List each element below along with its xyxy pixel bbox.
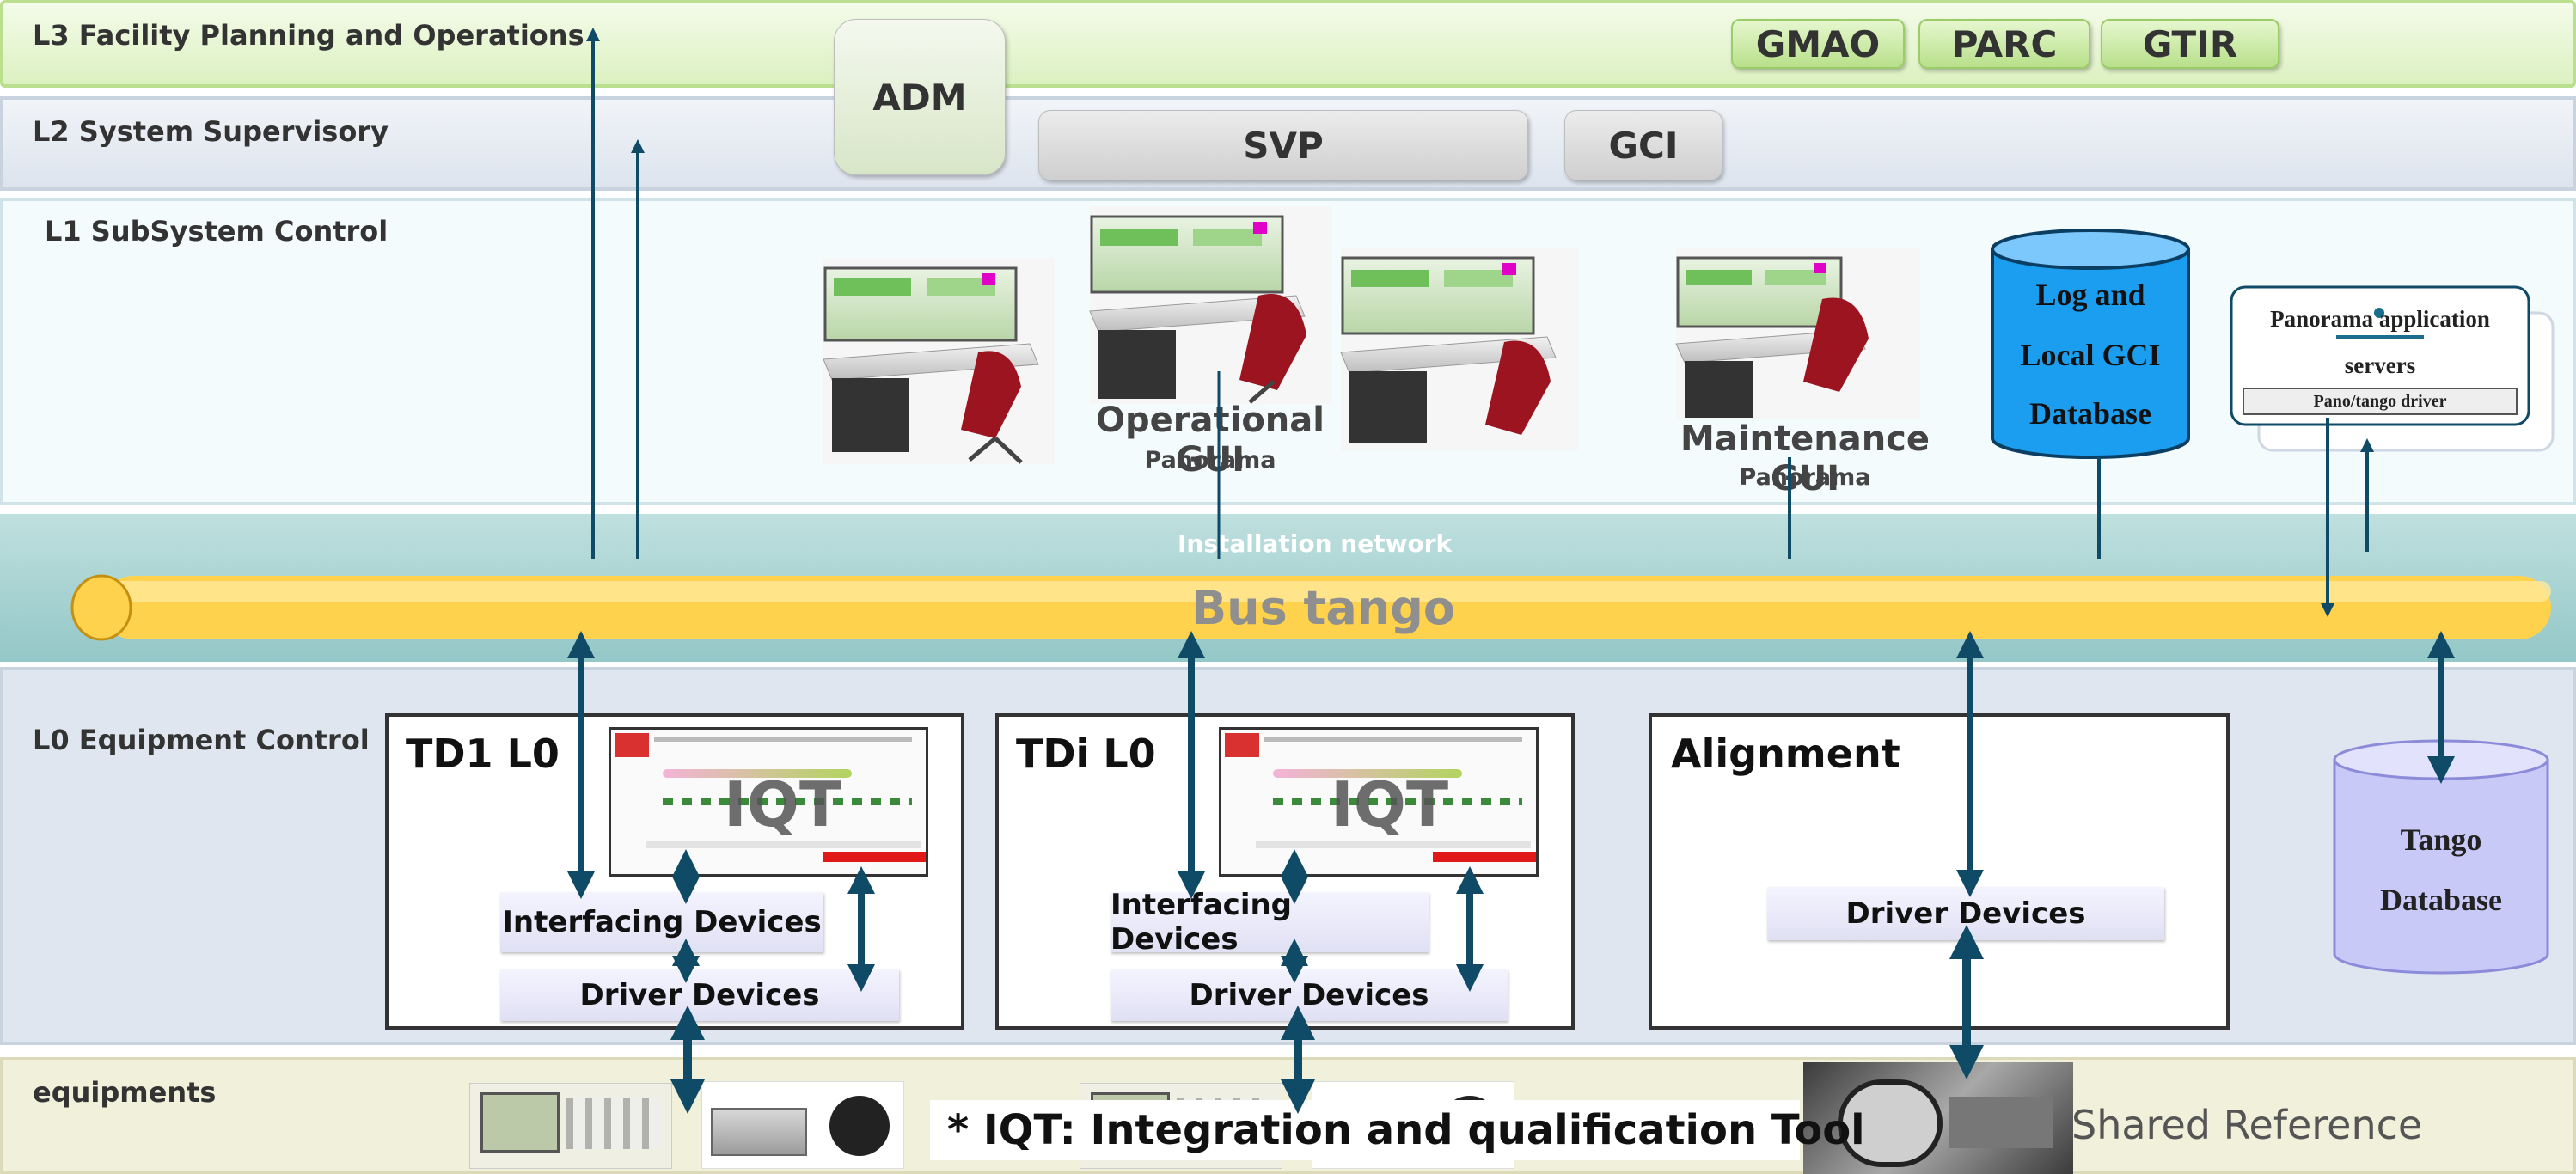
td1-l0-title: TD1 L0 xyxy=(406,731,560,777)
bus-tango-label: Bus tango xyxy=(1191,581,1455,635)
alignment-box xyxy=(1649,713,2230,1030)
bus-tango-cylinder xyxy=(70,574,2551,641)
power-supply-photo xyxy=(701,1081,904,1169)
panorama-servers-box xyxy=(2230,285,2555,452)
log-db-label-3: Database xyxy=(2029,396,2151,431)
tdi-l0-title: TDi L0 xyxy=(1016,731,1156,777)
workstation-1 xyxy=(823,258,1055,464)
tdi-interfacing-devices[interactable]: Interfacing Devices xyxy=(1111,888,1429,957)
maintenance-gui-sublabel: Panorama xyxy=(1739,464,1871,491)
tdi-iqt-label: IQT xyxy=(1331,768,1449,841)
svp-app[interactable]: SVP xyxy=(1038,110,1528,180)
parc-app[interactable]: PARC xyxy=(1918,19,2090,69)
operational-gui-sublabel: Panorama xyxy=(1144,447,1276,474)
log-db-label-2: Local GCI xyxy=(2020,338,2161,372)
gci-app[interactable]: GCI xyxy=(1564,110,1722,180)
alignment-equipment-photo xyxy=(1803,1062,2073,1174)
oscilloscope-photo-1 xyxy=(469,1083,672,1169)
workstation-2 xyxy=(1089,206,1332,404)
equipments-layer-label: equipments xyxy=(33,1076,217,1109)
l1-layer-label: L1 SubSystem Control xyxy=(45,215,389,248)
gmao-app[interactable]: GMAO xyxy=(1731,19,1905,69)
l0-layer-label: L0 Equipment Control xyxy=(33,724,370,756)
adm-app[interactable]: ADM xyxy=(834,19,1006,175)
iqt-footnote: * IQT: Integration and qualification Too… xyxy=(930,1100,1865,1160)
tango-database-cylinder xyxy=(2333,739,2549,975)
td1-iqt-label: IQT xyxy=(724,768,842,841)
tango-db-label-2: Database xyxy=(2380,883,2502,917)
workstation-3 xyxy=(1340,248,1578,450)
l3-layer-label: L3 Facility Planning and Operations xyxy=(33,19,584,52)
alignment-title: Alignment xyxy=(1671,731,1900,777)
maintenance-gui-label: Maintenance GUI xyxy=(1680,419,1930,498)
tdi-iqt-screenshot xyxy=(1219,727,1539,877)
shared-reference-label: Shared Reference xyxy=(2071,1102,2423,1148)
td1-driver-devices[interactable]: Driver Devices xyxy=(500,969,899,1021)
log-gci-database-cylinder xyxy=(1991,229,2190,459)
installation-network-label: Installation network xyxy=(1178,529,1453,558)
l2-layer-label: L2 System Supervisory xyxy=(33,115,389,148)
pano-tango-driver-label: Pano/tango driver xyxy=(2313,392,2447,411)
panorama-servers-label-2: servers xyxy=(2344,352,2416,378)
operational-gui-label: Operational GUI xyxy=(1096,401,1325,480)
tango-db-label-1: Tango xyxy=(2400,822,2482,857)
workstation-4 xyxy=(1675,248,1920,419)
gtir-app[interactable]: GTIR xyxy=(2101,19,2279,69)
log-db-label-1: Log and xyxy=(2035,278,2145,312)
panorama-servers-label-1: Panorama application xyxy=(2270,306,2490,332)
td1-iqt-screenshot xyxy=(609,727,928,877)
td1-interfacing-devices[interactable]: Interfacing Devices xyxy=(500,892,823,952)
